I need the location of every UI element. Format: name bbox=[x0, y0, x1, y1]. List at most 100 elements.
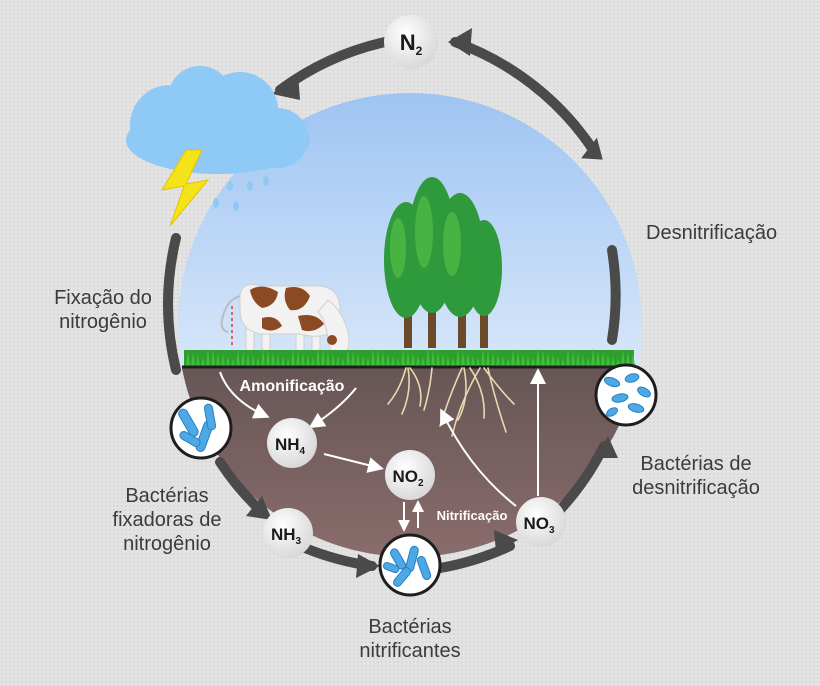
grass-blade bbox=[391, 356, 395, 366]
grass-blade bbox=[361, 355, 365, 366]
grass-blade bbox=[396, 358, 400, 366]
fixation-label: Fixação do nitrogênio bbox=[28, 286, 178, 334]
grass-blade bbox=[531, 357, 535, 366]
denitrification-label: Desnitrificação bbox=[646, 221, 777, 245]
denitrifying-bacteria-line-1: Bactérias de bbox=[640, 453, 752, 475]
svg-text:NO2: NO2 bbox=[392, 467, 424, 489]
grass-blade bbox=[581, 355, 585, 366]
grass-blade bbox=[631, 353, 635, 366]
nh4-molecule: NH4 bbox=[267, 418, 317, 468]
grass-blade bbox=[186, 351, 190, 366]
rain-icon bbox=[213, 176, 269, 211]
grass-blade bbox=[426, 348, 430, 366]
grass-blade bbox=[291, 349, 295, 366]
no3-sub: 3 bbox=[549, 525, 555, 536]
grass-blade bbox=[601, 352, 605, 366]
grass-blade bbox=[316, 348, 320, 366]
grass-blade bbox=[566, 349, 570, 366]
grass-blade bbox=[341, 358, 345, 366]
no2-base: NO bbox=[392, 467, 418, 486]
grass-blade bbox=[286, 358, 290, 366]
no3-molecule: NO3 bbox=[516, 497, 566, 547]
n2-molecule: N2 bbox=[384, 15, 438, 69]
grass-blade bbox=[456, 349, 460, 366]
grass-blade bbox=[386, 354, 390, 366]
grass-blade bbox=[281, 356, 285, 366]
grass-blade bbox=[516, 351, 520, 366]
svg-text:N2: N2 bbox=[400, 30, 423, 58]
grass-blade bbox=[621, 349, 625, 366]
grass-blade bbox=[376, 350, 380, 366]
grass-blade bbox=[506, 358, 510, 366]
arrowhead-to-cloud bbox=[272, 72, 300, 100]
grass-blade bbox=[231, 358, 235, 366]
cow-icon bbox=[220, 284, 350, 359]
grass-blade bbox=[331, 354, 335, 366]
no3-to-roots-arrow bbox=[440, 408, 517, 507]
grass-blade bbox=[511, 349, 515, 366]
grass-blade bbox=[446, 356, 450, 366]
grass-blade bbox=[571, 351, 575, 366]
grass-blade bbox=[416, 355, 420, 366]
grass-blade bbox=[296, 351, 300, 366]
denitrifying-bacteria-line-2: desnitrificação bbox=[632, 477, 760, 499]
arrowhead-to-n2 bbox=[448, 28, 472, 56]
grass-blade bbox=[546, 352, 550, 366]
fixing-bacteria-line-2: fixadoras de bbox=[112, 509, 222, 531]
nitrifying-bacteria-line-1: Bactérias bbox=[368, 616, 452, 638]
grass-blade bbox=[526, 355, 530, 366]
n2-sub: 2 bbox=[416, 44, 423, 58]
grass-blade bbox=[256, 357, 260, 366]
fixation-label-line-1: Fixação do bbox=[54, 287, 152, 309]
grass-blade bbox=[501, 356, 505, 366]
grass-blade bbox=[486, 350, 490, 366]
grass-blade bbox=[596, 350, 600, 366]
grass-blade bbox=[261, 348, 265, 366]
ammonification-arrow-right bbox=[308, 387, 357, 429]
grass-blade bbox=[276, 354, 280, 366]
trees-icon bbox=[384, 177, 502, 348]
grass-blade bbox=[476, 357, 480, 366]
nh4-sub: 4 bbox=[300, 446, 306, 457]
grass-blade bbox=[346, 349, 350, 366]
nh3-base: NH bbox=[271, 525, 296, 544]
denitrification-label-text: Desnitrificação bbox=[646, 222, 778, 244]
nh3-sub: 3 bbox=[296, 536, 302, 547]
cloud-icon bbox=[126, 66, 310, 174]
grass-blade bbox=[606, 354, 610, 366]
grass-blades bbox=[186, 348, 635, 366]
grass-blade bbox=[191, 353, 195, 366]
grass-blade bbox=[216, 352, 220, 366]
ammonification-label: Amonificação bbox=[240, 378, 345, 395]
grass-blade bbox=[351, 351, 355, 366]
grass-blade bbox=[226, 356, 230, 366]
grass-blade bbox=[326, 352, 330, 366]
denitrifying-bacteria-icon bbox=[594, 363, 658, 427]
grass-blade bbox=[251, 355, 255, 366]
grass-blade bbox=[406, 351, 410, 366]
n2-base: N bbox=[400, 30, 416, 55]
grass-blade bbox=[431, 350, 435, 366]
grass-blade bbox=[246, 353, 250, 366]
fixing-bacteria-label: Bactérias fixadoras de nitrogênio bbox=[96, 484, 238, 556]
grass-blade bbox=[306, 355, 310, 366]
arrowhead-to-nh3 bbox=[246, 496, 272, 520]
grass-blade bbox=[471, 355, 475, 366]
nitrifying-bacteria-label: Bactérias nitrificantes bbox=[340, 615, 480, 663]
grass-blade bbox=[321, 350, 325, 366]
grass-blade bbox=[496, 354, 500, 366]
grass-blade bbox=[521, 353, 525, 366]
grass-blade bbox=[561, 358, 565, 366]
nh3-molecule: NH3 bbox=[263, 508, 313, 558]
grass-blade bbox=[211, 350, 215, 366]
grass-blade bbox=[381, 352, 385, 366]
grass-blade bbox=[441, 354, 445, 366]
no3-base: NO bbox=[523, 514, 549, 533]
fixation-label-line-2: nitrogênio bbox=[59, 311, 147, 333]
grass-blade bbox=[206, 348, 210, 366]
grass-blade bbox=[366, 357, 370, 366]
grass-blade bbox=[236, 349, 240, 366]
grass-blade bbox=[626, 351, 630, 366]
grass-blade bbox=[241, 351, 245, 366]
